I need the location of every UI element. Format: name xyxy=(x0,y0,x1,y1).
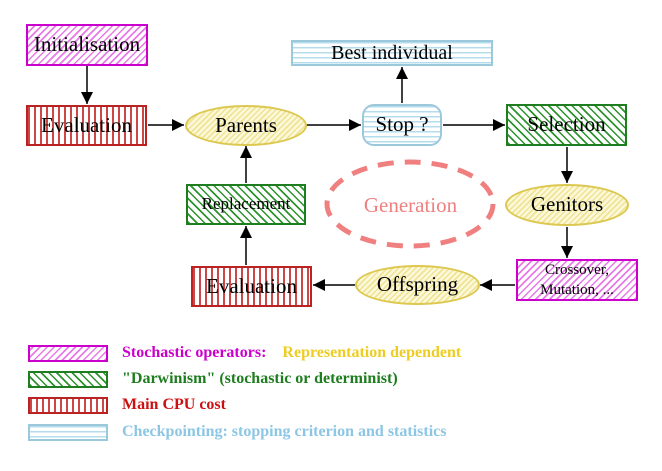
node-evaluation-top: Evaluation xyxy=(26,105,147,146)
node-best-individual-label: Best individual xyxy=(331,42,453,64)
node-offspring: Offspring xyxy=(355,265,480,305)
node-replacement: Replacement xyxy=(186,184,306,225)
node-crossover-line2: Mutation, ... xyxy=(540,282,614,298)
node-evaluation-bottom-label: Evaluation xyxy=(206,273,297,298)
legend-swatch-green-hatch xyxy=(28,370,108,388)
legend-swatch-magenta-hatch xyxy=(28,344,108,362)
legend-label-main-cpu-cost: Main CPU cost xyxy=(122,396,226,413)
legend-swatch-red-lines xyxy=(28,396,108,414)
legend-row-checkpointing: Checkpointing: stopping criterion and st… xyxy=(28,423,446,441)
node-genitors: Genitors xyxy=(505,184,629,226)
node-generation-label: Generation xyxy=(363,192,458,217)
node-offspring-label: Offspring xyxy=(376,272,459,297)
node-initialisation-label: Initialisation xyxy=(33,32,141,57)
legend-row-darwinism: "Darwinism" (stochastic or determinist) xyxy=(28,370,398,388)
node-parents-label: Parents xyxy=(215,112,277,137)
legend-label-representation-dependent: Representation dependent xyxy=(282,344,462,361)
node-genitors-label: Genitors xyxy=(530,192,604,217)
legend-row-cpu-cost: Main CPU cost xyxy=(28,396,226,414)
legend-row-stochastic: Stochastic operators: Representation dep… xyxy=(28,344,461,362)
legend-label-darwinism: "Darwinism" (stochastic or determinist) xyxy=(122,370,398,387)
node-best-individual: Best individual xyxy=(291,40,493,66)
legend-swatch-cyan-lines xyxy=(28,423,108,441)
legend-label-checkpointing: Checkpointing: stopping criterion and st… xyxy=(122,423,447,440)
node-crossover-line1: Crossover, xyxy=(545,261,609,278)
node-generation: Generation xyxy=(327,163,494,247)
legend-label-stochastic-operators: Stochastic operators: xyxy=(122,344,267,361)
node-selection-label: Selection xyxy=(527,112,606,137)
node-stop: Stop ? xyxy=(362,104,442,146)
node-evaluation-top-label: Evaluation xyxy=(41,112,132,137)
node-selection: Selection xyxy=(506,104,627,146)
node-initialisation: Initialisation xyxy=(26,24,148,66)
node-replacement-label: Replacement xyxy=(201,194,291,214)
node-crossover-mutation: Crossover, Mutation, ... xyxy=(516,259,638,301)
node-stop-label: Stop ? xyxy=(375,112,429,137)
node-parents: Parents xyxy=(185,105,307,146)
node-evaluation-bottom: Evaluation xyxy=(191,266,312,307)
